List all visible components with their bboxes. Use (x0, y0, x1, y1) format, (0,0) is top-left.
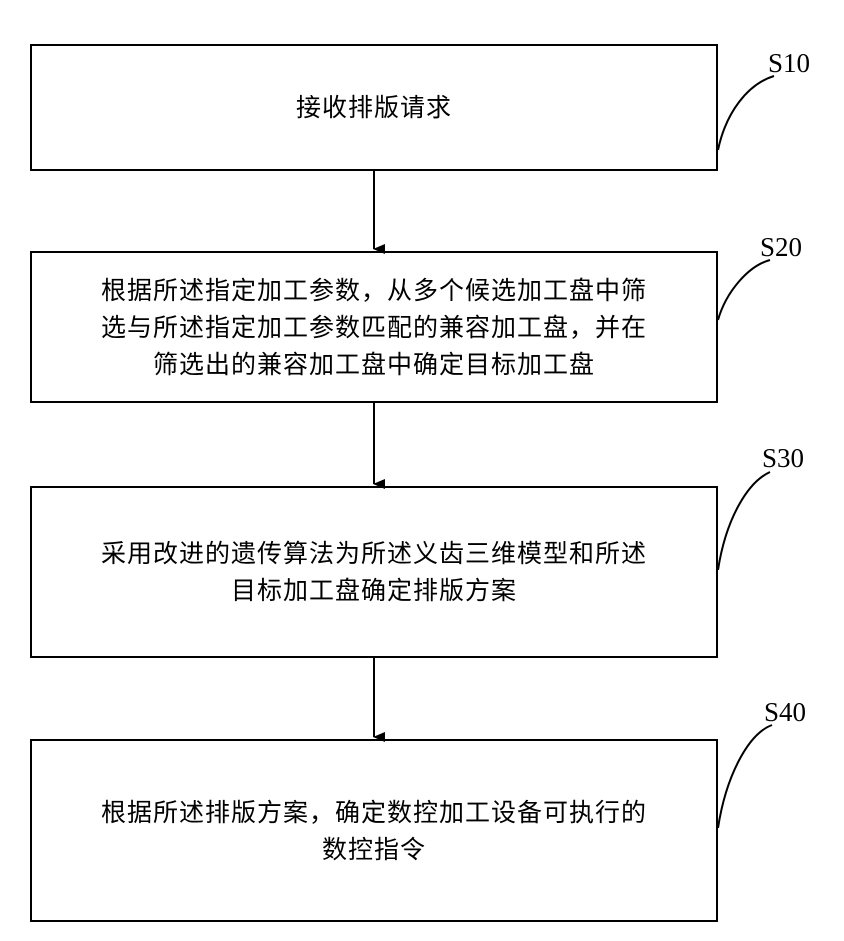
step-text-s10: 接收排版请求 (280, 89, 468, 126)
step-label-s20: S20 (760, 232, 802, 262)
leader-s40 (718, 725, 772, 828)
step-box-s10: 接收排版请求 (30, 44, 718, 171)
step-text-s40: 根据所述排版方案，确定数控加工设备可执行的 数控指令 (85, 794, 663, 868)
step-text-s20: 根据所述指定加工参数，从多个候选加工盘中筛 选与所述指定加工参数匹配的兼容加工盘… (85, 272, 663, 383)
leader-s10 (718, 76, 774, 150)
leader-s20 (718, 260, 770, 320)
step-label-s30: S30 (762, 443, 804, 473)
step-box-s30: 采用改进的遗传算法为所述义齿三维模型和所述 目标加工盘确定排版方案 (30, 486, 718, 658)
step-box-s20: 根据所述指定加工参数，从多个候选加工盘中筛 选与所述指定加工参数匹配的兼容加工盘… (30, 251, 718, 403)
step-box-s40: 根据所述排版方案，确定数控加工设备可执行的 数控指令 (30, 739, 718, 922)
step-label-s40: S40 (764, 697, 806, 727)
leader-s30 (718, 472, 770, 570)
step-label-s10: S10 (768, 48, 810, 78)
step-text-s30: 采用改进的遗传算法为所述义齿三维模型和所述 目标加工盘确定排版方案 (85, 535, 663, 609)
